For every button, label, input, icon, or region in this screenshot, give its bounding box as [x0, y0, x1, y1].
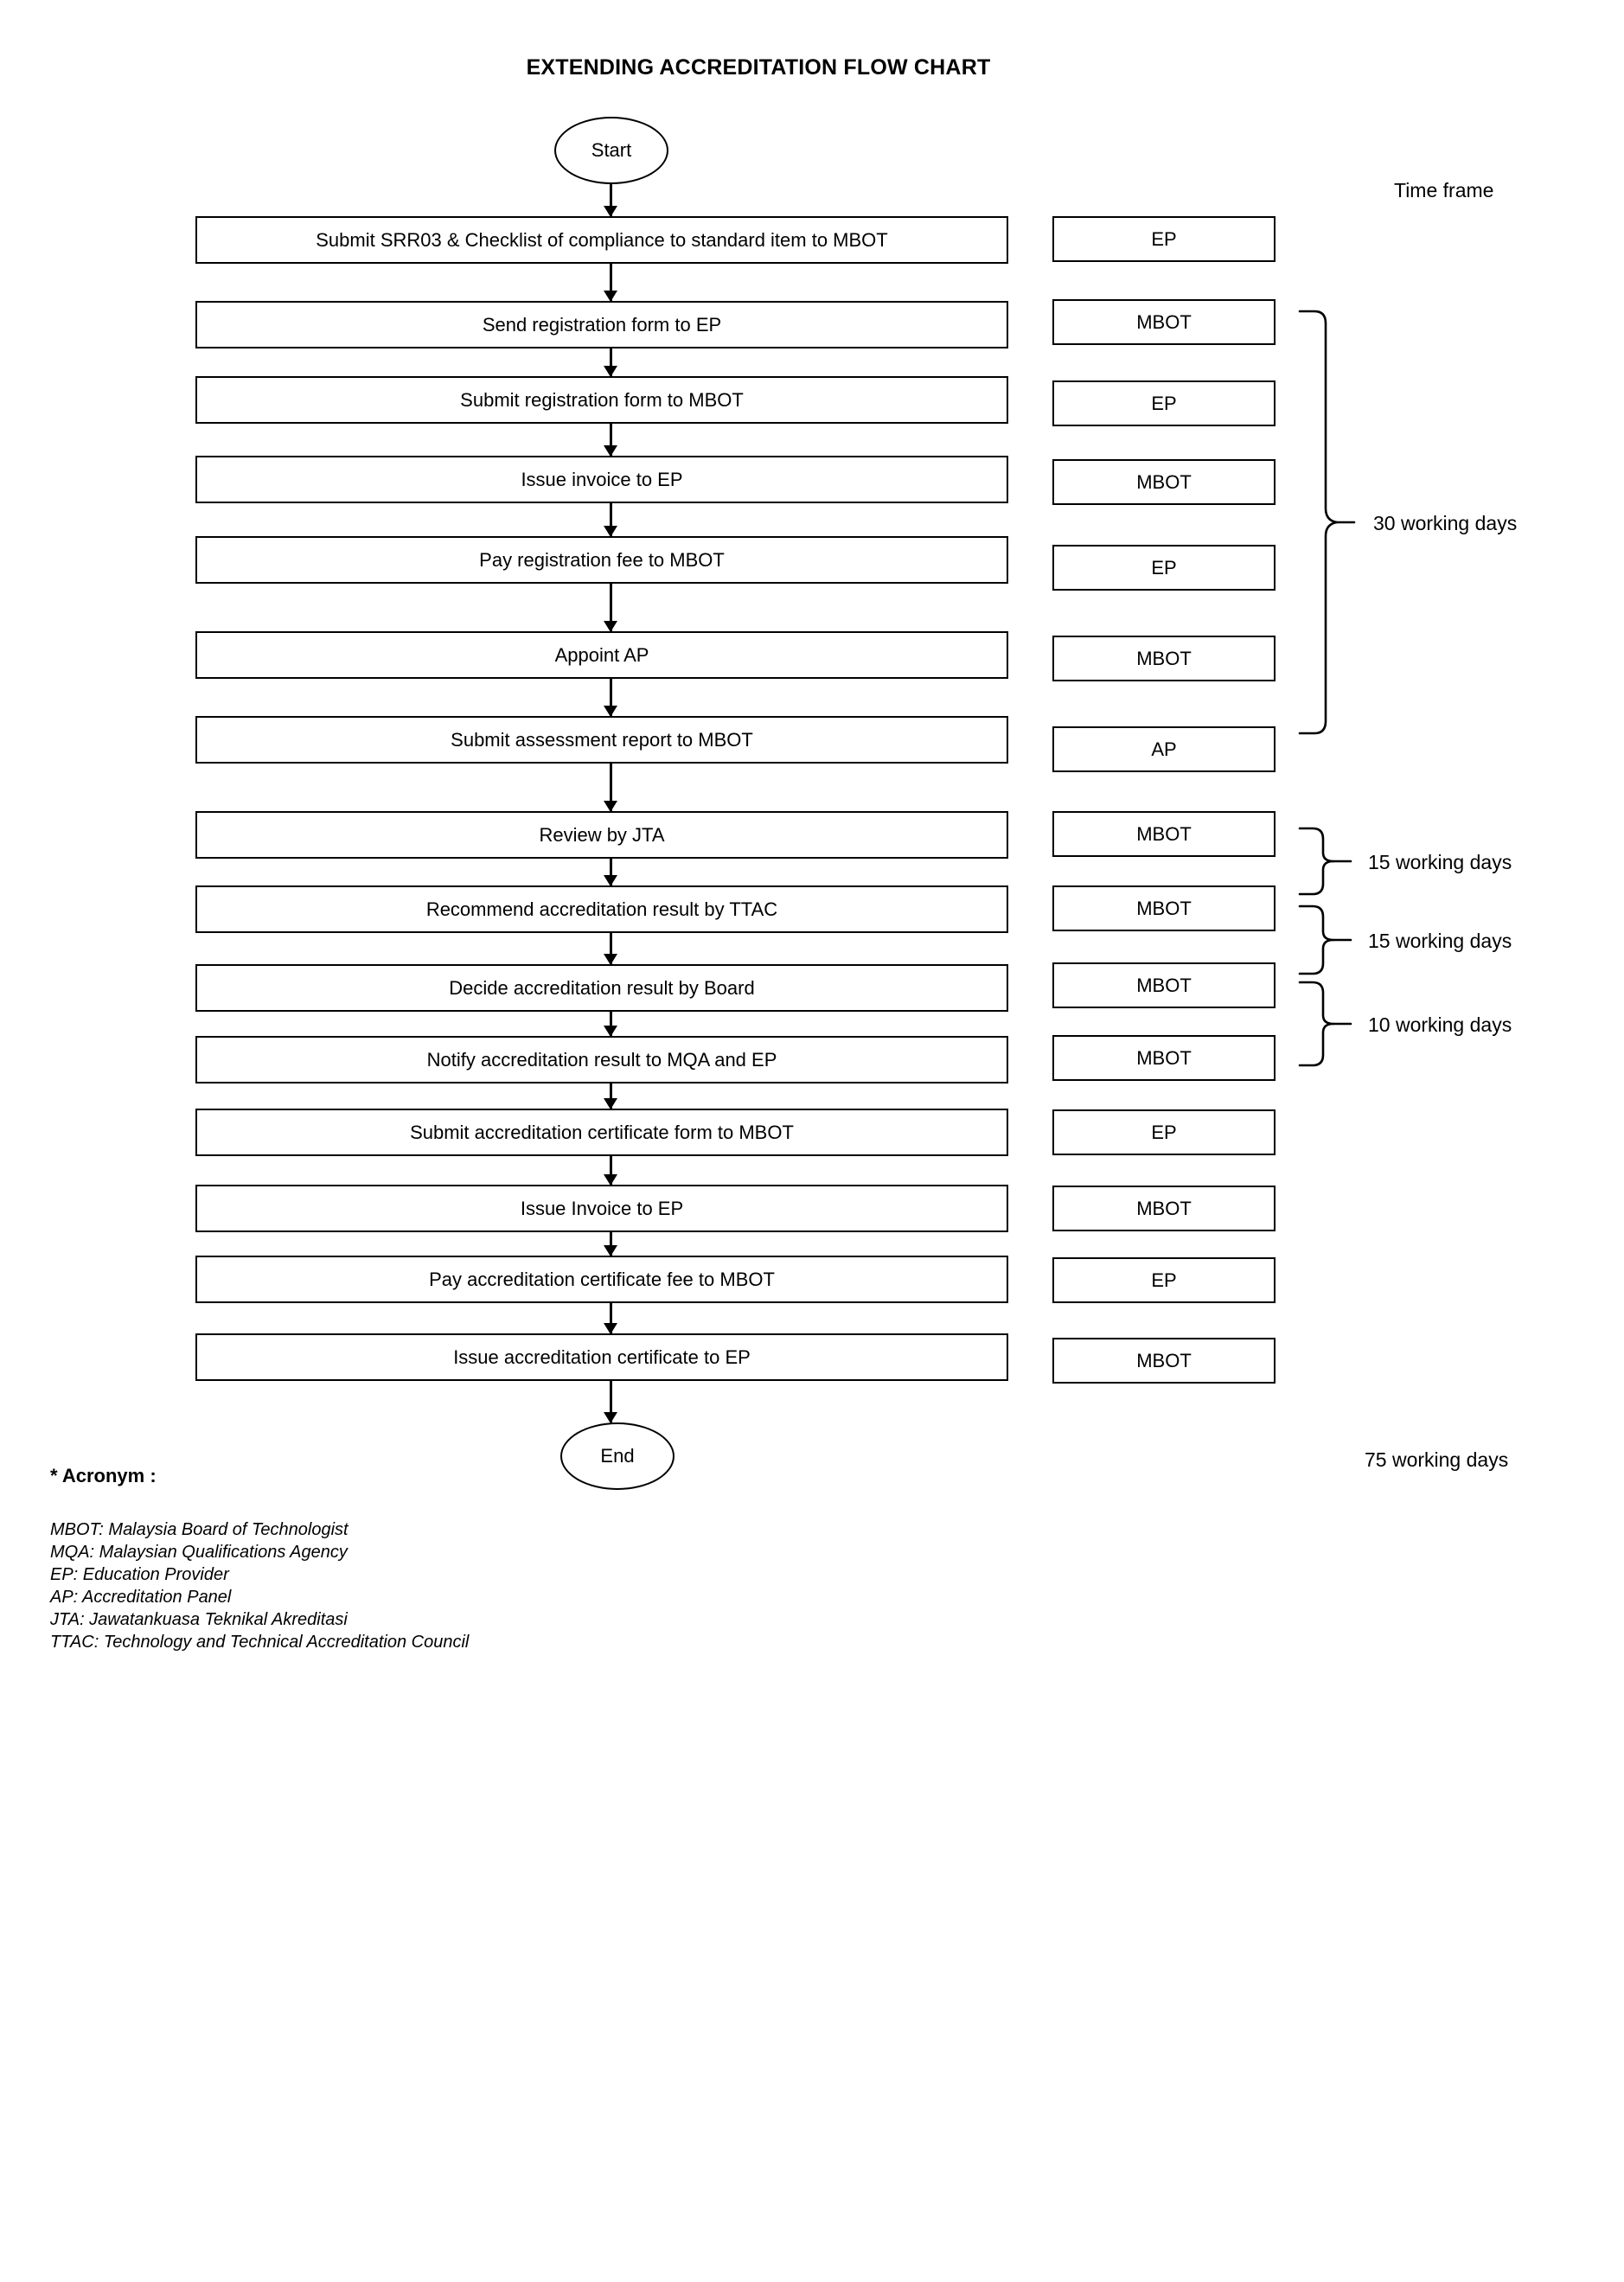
timeframe-label-15-days-a: 15 working days: [1368, 851, 1512, 873]
process-label: Review by JTA: [539, 823, 665, 846]
process-box: Recommend accreditation result by TTAC: [195, 885, 1008, 933]
actor-box: MBOT: [1052, 636, 1276, 681]
process-box: Issue accreditation certificate to EP: [195, 1333, 1008, 1381]
flow-arrow: [610, 424, 612, 456]
process-box: Decide accreditation result by Board: [195, 964, 1008, 1012]
flow-arrow-start: [610, 184, 612, 216]
flow-arrow: [610, 859, 612, 885]
actor-label: EP: [1151, 1121, 1177, 1143]
process-label: Pay registration fee to MBOT: [479, 548, 725, 571]
process-box: Submit SRR03 & Checklist of compliance t…: [195, 216, 1008, 264]
timeframe-label-30-days: 30 working days: [1373, 512, 1518, 534]
process-label: Issue accreditation certificate to EP: [453, 1346, 751, 1368]
start-terminator: Start: [554, 117, 668, 184]
process-box: Send registration form to EP: [195, 301, 1008, 348]
legend-entry: JTA: Jawatankuasa Teknikal Akreditasi: [50, 1610, 348, 1629]
process-label: Notify accreditation result to MQA and E…: [426, 1048, 777, 1071]
legend-entry: TTAC: Technology and Technical Accredita…: [50, 1633, 470, 1652]
actor-box: AP: [1052, 726, 1276, 772]
flow-arrow: [610, 584, 612, 631]
flow-arrow: [610, 679, 612, 716]
flow-arrow: [610, 348, 612, 376]
flow-arrow: [610, 503, 612, 536]
process-label: Submit accreditation certificate form to…: [410, 1121, 794, 1143]
actor-label: EP: [1151, 392, 1177, 414]
actor-label: EP: [1151, 556, 1177, 578]
actor-box: EP: [1052, 380, 1276, 426]
actor-box: MBOT: [1052, 811, 1276, 857]
page-title: EXTENDING ACCREDITATION FLOW CHART: [526, 55, 991, 80]
process-label: Issue Invoice to EP: [520, 1197, 684, 1219]
process-label: Appoint AP: [554, 643, 649, 666]
process-label: Submit registration form to MBOT: [460, 388, 744, 411]
actor-box: MBOT: [1052, 962, 1276, 1008]
process-label: Send registration form to EP: [482, 313, 722, 336]
timeframe-label-15-days-b: 15 working days: [1368, 930, 1512, 952]
legend-entry: MQA: Malaysian Qualifications Agency: [50, 1543, 348, 1562]
actor-box: MBOT: [1052, 459, 1276, 505]
legend-title: * Acronym :: [50, 1465, 157, 1486]
timeframe-header: Time frame: [1394, 179, 1494, 201]
actor-label: MBOT: [1136, 897, 1192, 919]
process-box: Submit accreditation certificate form to…: [195, 1109, 1008, 1156]
actor-label: EP: [1151, 227, 1177, 250]
total-working-days: 75 working days: [1365, 1448, 1509, 1471]
legend-entry: AP: Accreditation Panel: [50, 1588, 232, 1607]
actor-label: MBOT: [1136, 822, 1192, 845]
process-label: Issue invoice to EP: [521, 468, 683, 490]
brace-15-days-b: [1298, 904, 1335, 975]
process-label: Recommend accreditation result by TTAC: [425, 898, 778, 920]
actor-label: MBOT: [1136, 1349, 1192, 1371]
process-box: Submit assessment report to MBOT: [195, 716, 1008, 764]
flow-arrow: [610, 933, 612, 964]
legend-entry: EP: Education Provider: [50, 1565, 229, 1584]
actor-box: MBOT: [1052, 299, 1276, 345]
actor-label: AP: [1151, 738, 1177, 760]
actor-label: MBOT: [1136, 310, 1192, 333]
flow-arrow: [610, 1303, 612, 1333]
process-label: Pay accreditation certificate fee to MBO…: [429, 1268, 775, 1290]
process-box: Submit registration form to MBOT: [195, 376, 1008, 424]
start-label: Start: [591, 139, 632, 161]
process-box: Pay accreditation certificate fee to MBO…: [195, 1256, 1008, 1303]
brace-10-days: [1298, 981, 1335, 1067]
end-label: End: [600, 1445, 635, 1467]
actor-label: MBOT: [1136, 1046, 1192, 1069]
actor-box: EP: [1052, 1109, 1276, 1155]
process-box: Issue invoice to EP: [195, 456, 1008, 503]
actor-label: MBOT: [1136, 647, 1192, 669]
legend-entry: MBOT: Malaysia Board of Technologist: [50, 1520, 348, 1539]
actor-box: MBOT: [1052, 885, 1276, 931]
flow-arrow: [610, 1012, 612, 1036]
actor-box: MBOT: [1052, 1186, 1276, 1231]
actor-label: MBOT: [1136, 1197, 1192, 1219]
actor-box: EP: [1052, 216, 1276, 262]
brace-30-days: [1298, 310, 1339, 735]
actor-label: MBOT: [1136, 974, 1192, 996]
flow-arrow: [610, 1083, 612, 1109]
process-box: Notify accreditation result to MQA and E…: [195, 1036, 1008, 1083]
process-box: Issue Invoice to EP: [195, 1185, 1008, 1232]
timeframe-label-10-days: 10 working days: [1368, 1013, 1512, 1036]
process-box: Appoint AP: [195, 631, 1008, 679]
actor-box: MBOT: [1052, 1338, 1276, 1384]
flow-arrow-end: [610, 1381, 612, 1422]
process-label: Decide accreditation result by Board: [449, 976, 755, 999]
actor-label: MBOT: [1136, 470, 1192, 493]
process-box: Pay registration fee to MBOT: [195, 536, 1008, 584]
actor-label: EP: [1151, 1269, 1177, 1291]
process-box: Review by JTA: [195, 811, 1008, 859]
actor-box: EP: [1052, 545, 1276, 591]
flow-arrow: [610, 1156, 612, 1185]
flow-arrow: [610, 1232, 612, 1256]
end-terminator: End: [560, 1422, 675, 1490]
brace-15-days-a: [1298, 827, 1335, 896]
flow-arrow: [610, 264, 612, 301]
actor-box: EP: [1052, 1257, 1276, 1303]
process-label: Submit SRR03 & Checklist of compliance t…: [316, 228, 888, 251]
actor-box: MBOT: [1052, 1035, 1276, 1081]
flow-arrow: [610, 764, 612, 811]
process-label: Submit assessment report to MBOT: [451, 728, 753, 751]
